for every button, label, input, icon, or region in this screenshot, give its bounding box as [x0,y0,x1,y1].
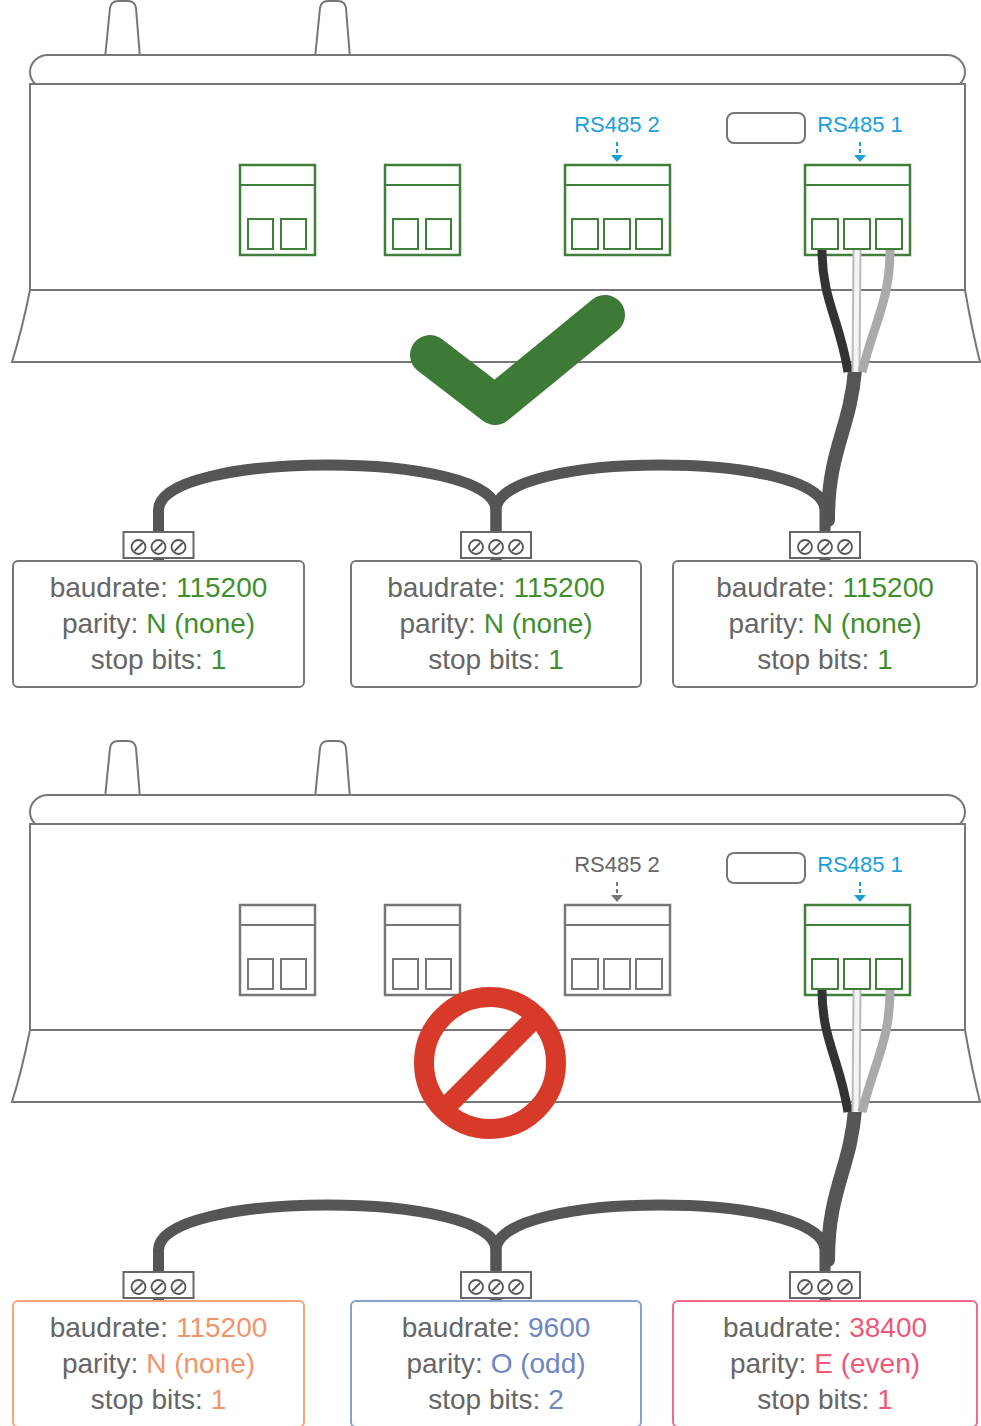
setting-value: N (none) [813,608,922,639]
setting-value: E (even) [814,1348,920,1379]
device-box: baudrate: 9600 parity: O (odd) stop bits: 2 [350,1300,642,1426]
setting-value: 1 [877,1384,893,1415]
setting-value: N (none) [146,608,255,639]
setting-row: baudrate: 115200 [24,1310,293,1346]
setting-value: 115200 [513,572,604,603]
setting-value: 115200 [842,572,933,603]
setting-name: baudrate: [402,1312,520,1343]
setting-name: stop bits: [757,644,869,675]
bus-cable [159,465,497,560]
port-label: RS485 2 [572,852,662,878]
setting-name: stop bits: [757,1384,869,1415]
setting-value: 1 [877,644,893,675]
setting-value: 1 [548,644,564,675]
port-label: RS485 1 [815,112,905,138]
setting-value: N (none) [484,608,593,639]
terminal-block [790,1272,860,1298]
setting-name: parity: [730,1348,806,1379]
device-box: baudrate:115200parity:N (none)stop bits:… [12,560,305,688]
setting-name: parity: [399,608,475,639]
port-label: RS485 2 [572,112,662,138]
setting-row: stop bits: 1 [684,1382,966,1418]
setting-value: N (none) [146,1348,255,1379]
setting-name: stop bits: [91,1384,203,1415]
setting-value: 9600 [528,1312,590,1343]
setting-name: stop bits: [428,644,540,675]
terminal-block [124,1272,194,1298]
setting-row: baudrate: 115200 [362,570,630,606]
setting-row: baudrate: 38400 [684,1310,966,1346]
setting-row: parity: N (none) [24,1346,293,1382]
setting-value: 1 [211,644,227,675]
terminal-block [790,532,860,558]
terminal-block [461,532,531,558]
setting-row: parity: N (none) [24,606,293,642]
terminal-block [461,1272,531,1298]
setting-value: 115200 [176,1312,267,1343]
setting-value: 1 [211,1384,227,1415]
setting-name: parity: [406,1348,482,1379]
setting-row: parity: N (none) [684,606,966,642]
setting-name: parity: [728,608,804,639]
setting-name: baudrate: [716,572,834,603]
setting-row: stop bits: 1 [24,642,293,678]
setting-row: stop bits: 2 [362,1382,630,1418]
device-box: baudrate:115200parity:N (none)stop bits:… [350,560,642,688]
setting-value: O (odd) [491,1348,586,1379]
setting-row: parity: O (odd) [362,1346,630,1382]
setting-name: baudrate: [387,572,505,603]
bus-cable [496,465,825,560]
setting-row: parity: E (even) [684,1346,966,1382]
setting-value: 38400 [849,1312,927,1343]
setting-row: baudrate: 9600 [362,1310,630,1346]
device-box: baudrate: 38400 parity: E (even) stop bits: 1 [672,1300,978,1426]
setting-row: stop bits: 1 [684,642,966,678]
setting-row: stop bits: 1 [24,1382,293,1418]
setting-name: stop bits: [91,644,203,675]
device-box: baudrate:115200parity:N (none)stop bits:… [672,560,978,688]
setting-row: baudrate: 115200 [24,570,293,606]
bus-cable [496,1205,825,1300]
setting-name: baudrate: [50,1312,168,1343]
terminal-block [124,532,194,558]
setting-row: baudrate: 115200 [684,570,966,606]
setting-name: parity: [62,1348,138,1379]
setting-name: baudrate: [50,572,168,603]
bus-cable [159,1205,497,1300]
port-label: RS485 1 [815,852,905,878]
setting-value: 2 [548,1384,564,1415]
setting-name: parity: [62,608,138,639]
setting-row: parity: N (none) [362,606,630,642]
device-box: baudrate:115200parity:N (none)stop bits:… [12,1300,305,1426]
setting-name: baudrate: [723,1312,841,1343]
setting-row: stop bits: 1 [362,642,630,678]
setting-value: 115200 [176,572,267,603]
setting-name: stop bits: [428,1384,540,1415]
